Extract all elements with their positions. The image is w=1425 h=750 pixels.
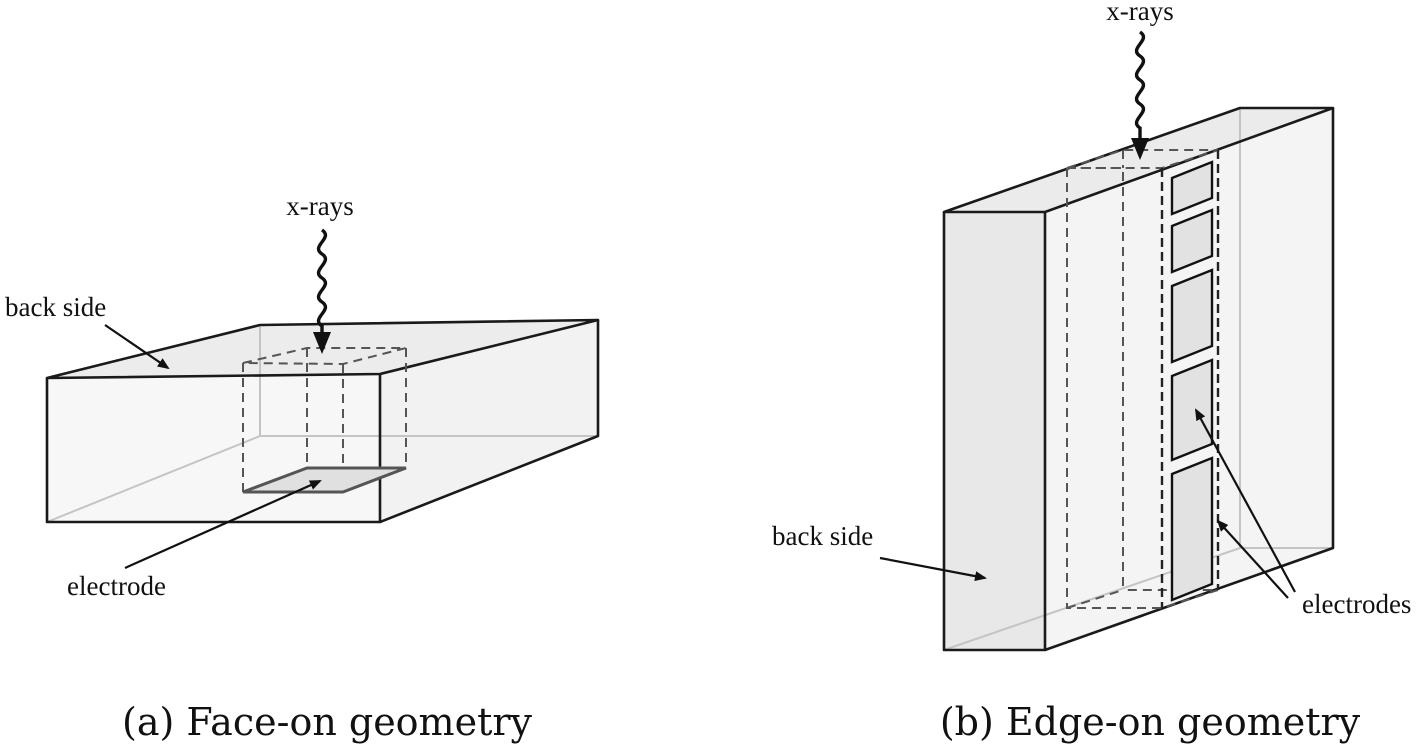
left-face xyxy=(944,212,1045,650)
electrode-3 xyxy=(1170,268,1214,364)
electrodes-arrow-1 xyxy=(1195,408,1296,593)
back-side-label-a: back side xyxy=(5,292,106,322)
front-face xyxy=(47,374,380,522)
face-on-electrode xyxy=(242,466,407,494)
back-side-arrow-b xyxy=(879,556,987,582)
electrode-arrow-a xyxy=(124,479,322,570)
caption-b: (b) Edge-on geometry xyxy=(940,700,1361,744)
xray-wave-icon-b xyxy=(1131,30,1149,160)
xray-wave-icon xyxy=(313,228,331,354)
irradiated-slab-dashed xyxy=(1066,149,1220,609)
electrode-1 xyxy=(1170,160,1214,216)
electrode-label-a: electrode xyxy=(67,571,166,601)
electrode-5 xyxy=(1170,456,1214,602)
electrode-4 xyxy=(1170,358,1214,462)
electrode-2 xyxy=(1170,208,1214,274)
irradiated-volume-dashed xyxy=(242,347,407,494)
right-face xyxy=(380,320,598,522)
top-face-b xyxy=(944,108,1333,212)
caption-a: (a) Face-on geometry xyxy=(122,700,533,744)
edge-on-detector-block xyxy=(942,106,1335,652)
xray-label-b: x-rays xyxy=(1106,0,1173,26)
electrodes-arrow-2 xyxy=(1216,519,1289,599)
back-side-arrow-a xyxy=(104,324,170,370)
xray-label-a: x-rays xyxy=(286,191,353,221)
electrodes-label-b: electrodes xyxy=(1302,589,1411,619)
panel-b-edge-on: x-rays back side electrodes (b) Edge-on … xyxy=(772,0,1411,744)
panel-a-face-on: x-rays back side electrode (a) Face-on g… xyxy=(5,191,600,744)
back-side-label-b: back side xyxy=(772,521,873,551)
electrode-array xyxy=(1170,160,1214,602)
